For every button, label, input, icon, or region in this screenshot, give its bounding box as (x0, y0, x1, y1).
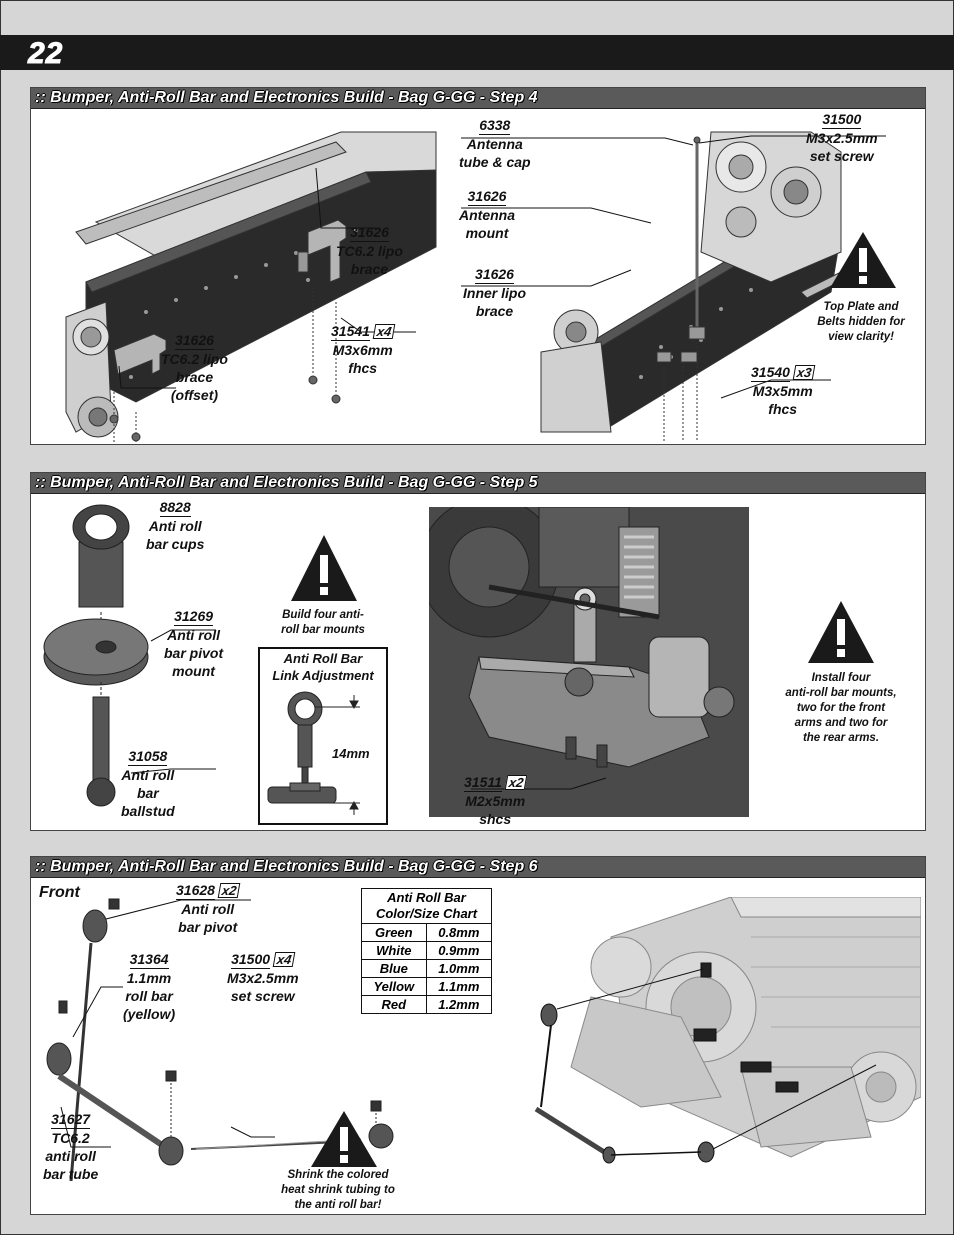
part-label-lipo-brace: 31626 TC6.2 lipo brace (336, 224, 403, 277)
part-label-cups: 8828 Anti roll bar cups (146, 499, 205, 552)
part-label-lipo-brace-offset: 31626 TC6.2 lipo brace (offset) (161, 332, 228, 403)
step-5-parts-illustration (43, 504, 149, 807)
warning-icon (830, 232, 896, 288)
part-label-inner-lipo-brace: 31626 Inner lipo brace (463, 266, 526, 319)
part-label-set-screw: 31500 M3x2.5mm set screw (806, 111, 878, 164)
part-label-ballstud: 31058 Anti roll bar ballstud (121, 748, 175, 819)
step-6-rollbar-illustration (46, 898, 394, 1182)
step-6-panel: :: Bumper, Anti-Roll Bar and Electronics… (30, 856, 926, 1215)
warning-icon (311, 1111, 377, 1167)
step-4-panel: :: Bumper, Anti-Roll Bar and Electronics… (30, 87, 926, 445)
step-5-panel: :: Bumper, Anti-Roll Bar and Electronics… (30, 472, 926, 831)
part-label-antenna-tube: 6338 Antenna tube & cap (459, 117, 531, 170)
link-adjustment-title: Anti Roll Bar Link Adjustment (272, 651, 374, 683)
page-number: 22 (27, 37, 64, 71)
note-build-four: Build four anti- roll bar mounts (281, 609, 365, 636)
step-5-title: :: Bumper, Anti-Roll Bar and Electronics… (35, 474, 538, 491)
part-label-antenna-mount: 31626 Antenna mount (459, 188, 515, 241)
note-top-plate-hidden: Top Plate and Belts hidden for view clar… (817, 301, 905, 343)
step-6-leader-lines (60, 899, 275, 1148)
link-adjustment-diagram (267, 691, 360, 815)
step-6-chassis-illustration (534, 897, 921, 1164)
step-4-right-illustration (540, 131, 848, 442)
step-6-header: :: Bumper, Anti-Roll Bar and Electronics… (31, 857, 925, 878)
step-5-header: :: Bumper, Anti-Roll Bar and Electronics… (31, 473, 925, 494)
step-5-shcs-leader (471, 777, 607, 790)
step-5-leader-lines (130, 629, 216, 774)
note-shrink-tubing: Shrink the colored heat shrink tubing to… (281, 1169, 395, 1211)
part-label-roll-bar: 31364 1.1mm roll bar (yellow) (123, 951, 176, 1022)
step-5-suspension-illustration (429, 507, 749, 817)
link-adjustment-box: Anti Roll Bar Link Adjustment 14mm (258, 647, 388, 825)
warning-icon (808, 601, 874, 663)
step-4-leader-lines (118, 135, 886, 399)
part-label-tube: 31627 TC6.2 anti roll bar tube (43, 1111, 99, 1182)
note-install-four: Install four anti-roll bar mounts, two f… (785, 672, 897, 744)
front-label: Front (39, 884, 80, 901)
page-header-bar (0, 35, 954, 70)
warning-icon (291, 535, 357, 601)
step-4-title: :: Bumper, Anti-Roll Bar and Electronics… (35, 89, 538, 106)
chart-title: Anti Roll Bar Color/Size Chart (361, 888, 492, 924)
part-label-pivot-mount: 31269 Anti roll bar pivot mount (164, 608, 224, 679)
link-adjustment-dimension: 14mm (332, 746, 370, 761)
step-6-title: :: Bumper, Anti-Roll Bar and Electronics… (35, 858, 538, 875)
step-4-header: :: Bumper, Anti-Roll Bar and Electronics… (31, 88, 925, 109)
